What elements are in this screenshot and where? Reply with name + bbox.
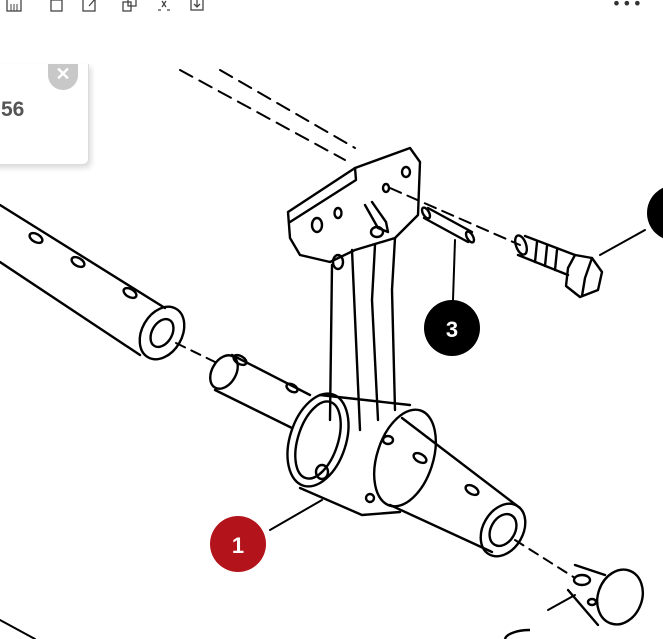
edit-icon[interactable] xyxy=(82,0,98,12)
assembly-line xyxy=(179,69,346,161)
popup-value: 56 xyxy=(1,98,25,121)
close-icon[interactable]: ✕ xyxy=(48,64,78,90)
end-cap xyxy=(566,563,644,627)
assembly-line xyxy=(389,187,521,246)
leader-line xyxy=(452,239,456,301)
callout-1[interactable]: 1 xyxy=(210,516,266,572)
callout-1-label: 1 xyxy=(232,533,244,558)
toolbar: ••• xyxy=(0,0,663,16)
callout-3[interactable]: 3 xyxy=(424,300,480,356)
copy-icon[interactable] xyxy=(48,0,64,12)
frame-corner xyxy=(0,619,36,639)
download-icon[interactable] xyxy=(189,0,205,12)
callout-partial-right[interactable] xyxy=(647,185,663,241)
formula-icon[interactable] xyxy=(156,0,172,12)
grid-icon[interactable] xyxy=(6,0,22,12)
mounting-plate xyxy=(286,146,422,271)
duplicate-icon[interactable] xyxy=(122,0,138,12)
assembly-line xyxy=(514,539,576,579)
pin xyxy=(420,206,476,244)
leader-line xyxy=(269,499,323,531)
leader-line xyxy=(547,594,576,611)
bolt xyxy=(513,234,604,299)
callout-3-label: 3 xyxy=(446,317,458,342)
leader-line xyxy=(599,229,646,256)
assembly-line xyxy=(219,69,356,149)
more-menu-button[interactable]: ••• xyxy=(611,0,643,13)
right-shaft xyxy=(388,416,527,558)
info-popup: ✕ 56 xyxy=(0,64,89,165)
short-shaft xyxy=(209,353,312,430)
left-tube xyxy=(0,203,186,361)
assembly-line xyxy=(175,342,216,363)
callout-partial-bottom[interactable] xyxy=(503,628,531,639)
hub xyxy=(286,392,437,517)
